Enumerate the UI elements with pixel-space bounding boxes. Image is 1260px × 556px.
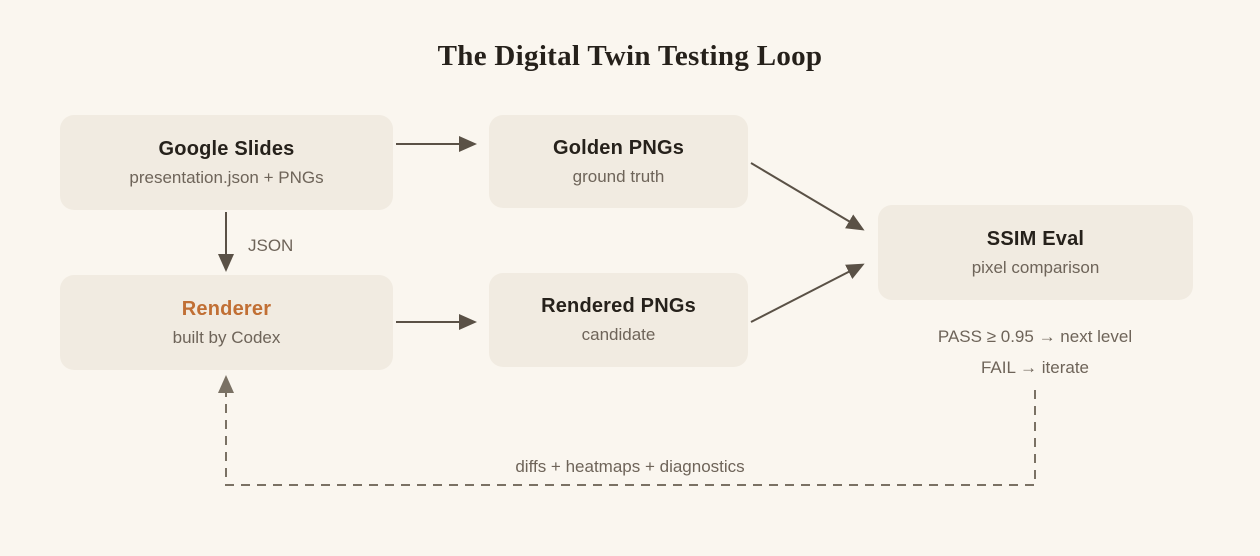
node-rendered-pngs-subtitle: candidate [581, 325, 656, 344]
pass-rule-label: PASS ≥ 0.95 → next level [937, 327, 1133, 346]
node-rendered-pngs-title: Rendered PNGs [541, 295, 696, 317]
node-renderer: Renderer built by Codex [60, 275, 393, 370]
json-arrow-label: JSON [248, 236, 294, 255]
diagram-title: The Digital Twin Testing Loop [437, 40, 823, 72]
node-renderer-subtitle: built by Codex [172, 327, 281, 347]
node-ssim-eval-subtitle: pixel comparison [971, 257, 1100, 277]
feedback-loop-label: diffs + heatmaps + diagnostics [515, 457, 745, 476]
node-rendered-pngs: Rendered PNGs candidate [489, 273, 748, 367]
node-golden-pngs-title: Golden PNGs [552, 136, 685, 159]
node-google-slides-title: Google Slides [158, 137, 295, 160]
arrow-golden-pngs-to-ssim-eval [750, 162, 865, 231]
node-ssim-eval: SSIM Eval pixel comparison [878, 205, 1193, 300]
node-google-slides: Google Slides presentation.json + PNGs [60, 115, 393, 210]
fail-rule-label: FAIL → iterate [980, 358, 1090, 377]
arrow-rendered-pngs-to-ssim-eval [750, 263, 865, 323]
node-renderer-title: Renderer [181, 297, 272, 320]
node-google-slides-subtitle: presentation.json + PNGs [129, 167, 324, 187]
node-ssim-eval-title: SSIM Eval [986, 227, 1085, 250]
node-golden-pngs-subtitle: ground truth [572, 166, 665, 186]
node-golden-pngs: Golden PNGs ground truth [489, 115, 748, 208]
